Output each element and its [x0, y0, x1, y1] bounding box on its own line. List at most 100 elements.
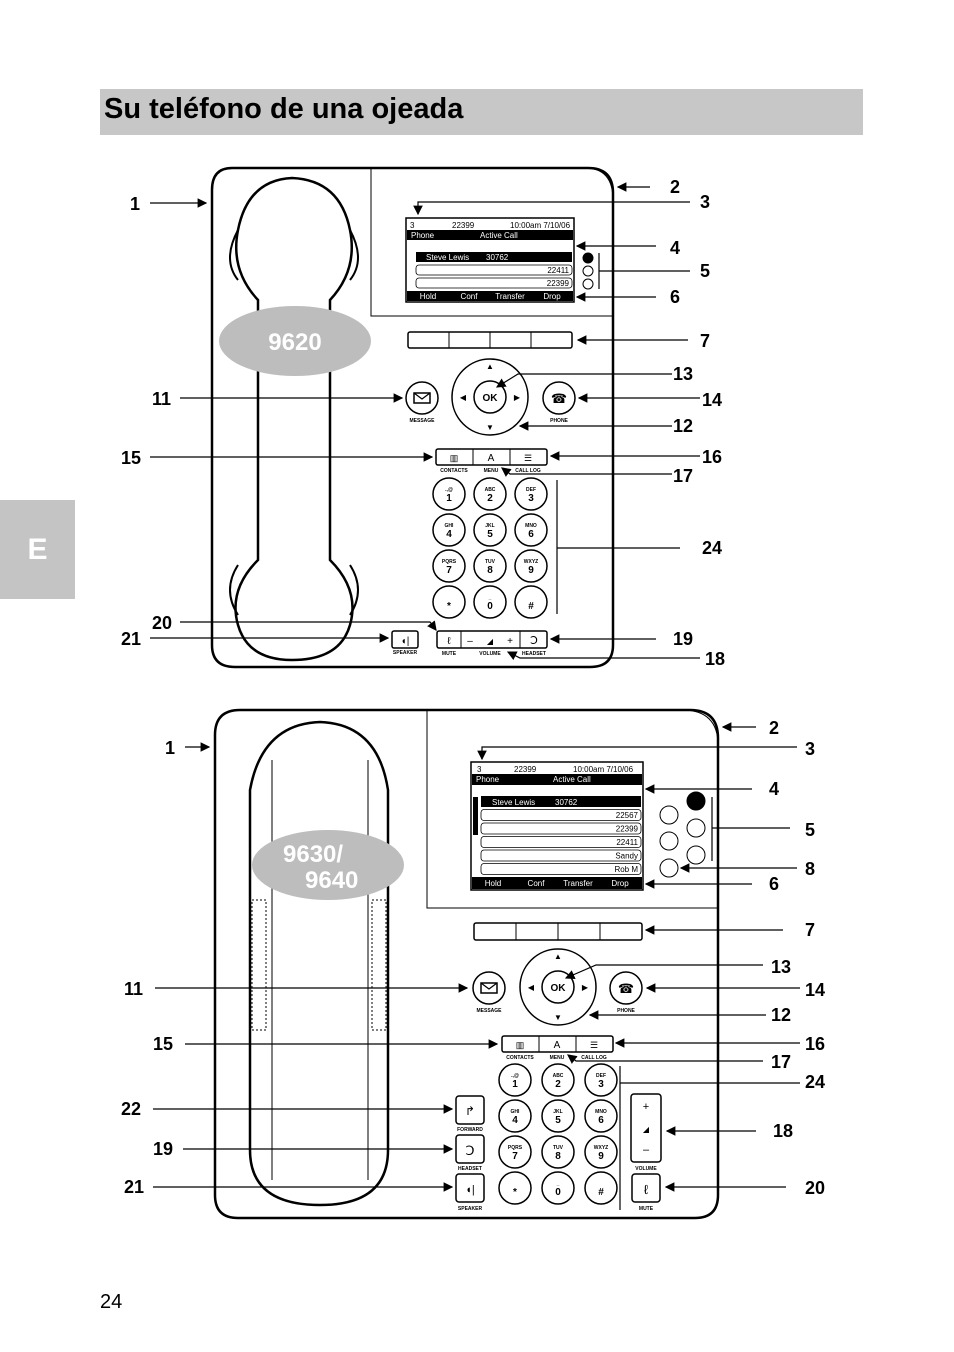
menu-icon[interactable]: A [554, 1040, 561, 1051]
svg-text:1: 1 [165, 738, 175, 758]
headset-button[interactable]: Ↄ [530, 635, 538, 647]
svg-text:12: 12 [673, 416, 693, 436]
callout-numbers: 1 2 3 4 5 6 7 8 11 12 13 14 15 16 17 18 … [121, 718, 825, 1198]
title-bar: Su teléfono de una ojeada [100, 89, 863, 135]
keypad-key[interactable] [584, 1099, 618, 1133]
menu-icon[interactable]: A [488, 453, 495, 464]
phone-label: PHONE [550, 418, 568, 424]
line-row-active[interactable] [481, 796, 641, 807]
keypad-key[interactable] [514, 513, 548, 547]
keypad-key[interactable] [584, 1135, 618, 1169]
keypad-key[interactable] [541, 1135, 575, 1169]
keypad-key[interactable] [473, 549, 507, 583]
line-button[interactable] [659, 858, 679, 878]
line-button[interactable] [582, 252, 594, 264]
call-log-icon[interactable]: ☰ [590, 1040, 598, 1050]
volume-label: VOLUME [635, 1166, 657, 1172]
softkey-label: Transfer [495, 292, 525, 301]
line-row[interactable] [480, 863, 642, 875]
phone-label: PHONE [617, 1008, 635, 1014]
line-row-active[interactable] [416, 252, 572, 262]
key-digit: 7 [512, 1151, 518, 1162]
keypad-key[interactable] [498, 1099, 532, 1133]
line-number: 30762 [555, 798, 578, 807]
headset-icon: Ↄ [465, 1143, 474, 1158]
keypad-key[interactable] [514, 549, 548, 583]
keypad-key[interactable] [498, 1063, 532, 1097]
keypad-key[interactable] [432, 513, 466, 547]
keypad-key[interactable] [541, 1099, 575, 1133]
keypad-key[interactable] [498, 1171, 532, 1205]
speaker-button[interactable] [391, 630, 419, 649]
volume-down-button[interactable]: – [643, 1144, 650, 1156]
nav-down-icon[interactable]: ▼ [554, 1013, 562, 1022]
key-digit: 1 [446, 493, 452, 504]
volume-up-button[interactable]: + [507, 636, 513, 647]
contacts-icon[interactable]: ▥ [450, 453, 459, 463]
line-button[interactable] [659, 831, 679, 851]
volume-down-button[interactable]: – [467, 636, 473, 647]
message-label: MESSAGE [476, 1008, 502, 1014]
nav-right-icon[interactable]: ▶ [514, 393, 521, 402]
line-button[interactable] [686, 818, 706, 838]
line-number: 22399 [616, 825, 639, 834]
keypad-key[interactable] [514, 585, 548, 619]
speaker-button[interactable] [455, 1173, 485, 1203]
volume-rocker[interactable] [630, 1093, 662, 1163]
svg-text:15: 15 [153, 1034, 173, 1054]
nav-right-icon[interactable]: ▶ [582, 983, 589, 992]
svg-text:7: 7 [700, 331, 710, 351]
callout-numbers: 1 2 3 4 5 6 7 11 12 13 14 15 16 17 18 19… [121, 177, 725, 669]
line-button[interactable] [659, 805, 679, 825]
key-letters: DEF [596, 1073, 606, 1079]
keypad-key[interactable] [473, 477, 507, 511]
svg-text:6: 6 [769, 874, 779, 894]
nav-left-icon[interactable]: ◀ [460, 393, 467, 402]
keypad-key[interactable] [514, 477, 548, 511]
keypad: .,@1ABC2DEF3GHI4JKL5MNO6PQRS7TUV8WXYZ9*_… [498, 1063, 618, 1205]
svg-text:16: 16 [805, 1034, 825, 1054]
nav-left-icon[interactable]: ◀ [528, 983, 535, 992]
keypad-key[interactable] [584, 1171, 618, 1205]
nav-up-icon[interactable]: ▲ [554, 952, 562, 961]
envelope-icon [480, 982, 498, 994]
keypad-key[interactable] [541, 1171, 575, 1205]
line-button[interactable] [686, 791, 706, 811]
model-badge [252, 830, 404, 900]
headset-label: HEADSET [522, 651, 546, 657]
keypad-key[interactable] [432, 549, 466, 583]
nav-down-icon[interactable]: ▼ [486, 423, 494, 432]
model-label: 9640 [305, 867, 358, 894]
line-row[interactable] [480, 809, 642, 821]
extension-label: 22399 [452, 221, 475, 230]
keypad-key[interactable] [432, 477, 466, 511]
line-row[interactable] [415, 264, 573, 276]
svg-text:11: 11 [152, 389, 171, 409]
phone-button[interactable] [609, 971, 643, 1005]
ok-button[interactable] [473, 380, 507, 414]
line-row[interactable] [480, 822, 642, 835]
keypad-key[interactable] [473, 585, 507, 619]
nav-up-icon[interactable]: ▲ [486, 362, 494, 371]
scrollbar[interactable] [473, 797, 478, 835]
line-row[interactable] [480, 836, 642, 848]
keypad-key[interactable] [498, 1135, 532, 1169]
line-button[interactable] [582, 265, 594, 277]
volume-up-button[interactable]: + [643, 1101, 649, 1113]
line-button[interactable] [582, 278, 594, 290]
keypad-key[interactable] [432, 585, 466, 619]
forward-button[interactable] [455, 1095, 485, 1125]
mute-button[interactable] [631, 1173, 661, 1203]
headset-button[interactable] [455, 1134, 485, 1164]
keypad-key[interactable] [473, 513, 507, 547]
line-button[interactable] [686, 845, 706, 865]
call-log-icon[interactable]: ☰ [524, 453, 532, 463]
line-row[interactable] [480, 849, 642, 862]
keypad-key[interactable] [541, 1063, 575, 1097]
keypad-key[interactable] [584, 1063, 618, 1097]
line-row[interactable] [415, 277, 573, 289]
ok-label: OK [551, 983, 567, 994]
contacts-icon[interactable]: ▥ [516, 1040, 525, 1050]
mute-button[interactable]: ℓ [447, 636, 451, 647]
phone-button[interactable] [542, 381, 576, 415]
